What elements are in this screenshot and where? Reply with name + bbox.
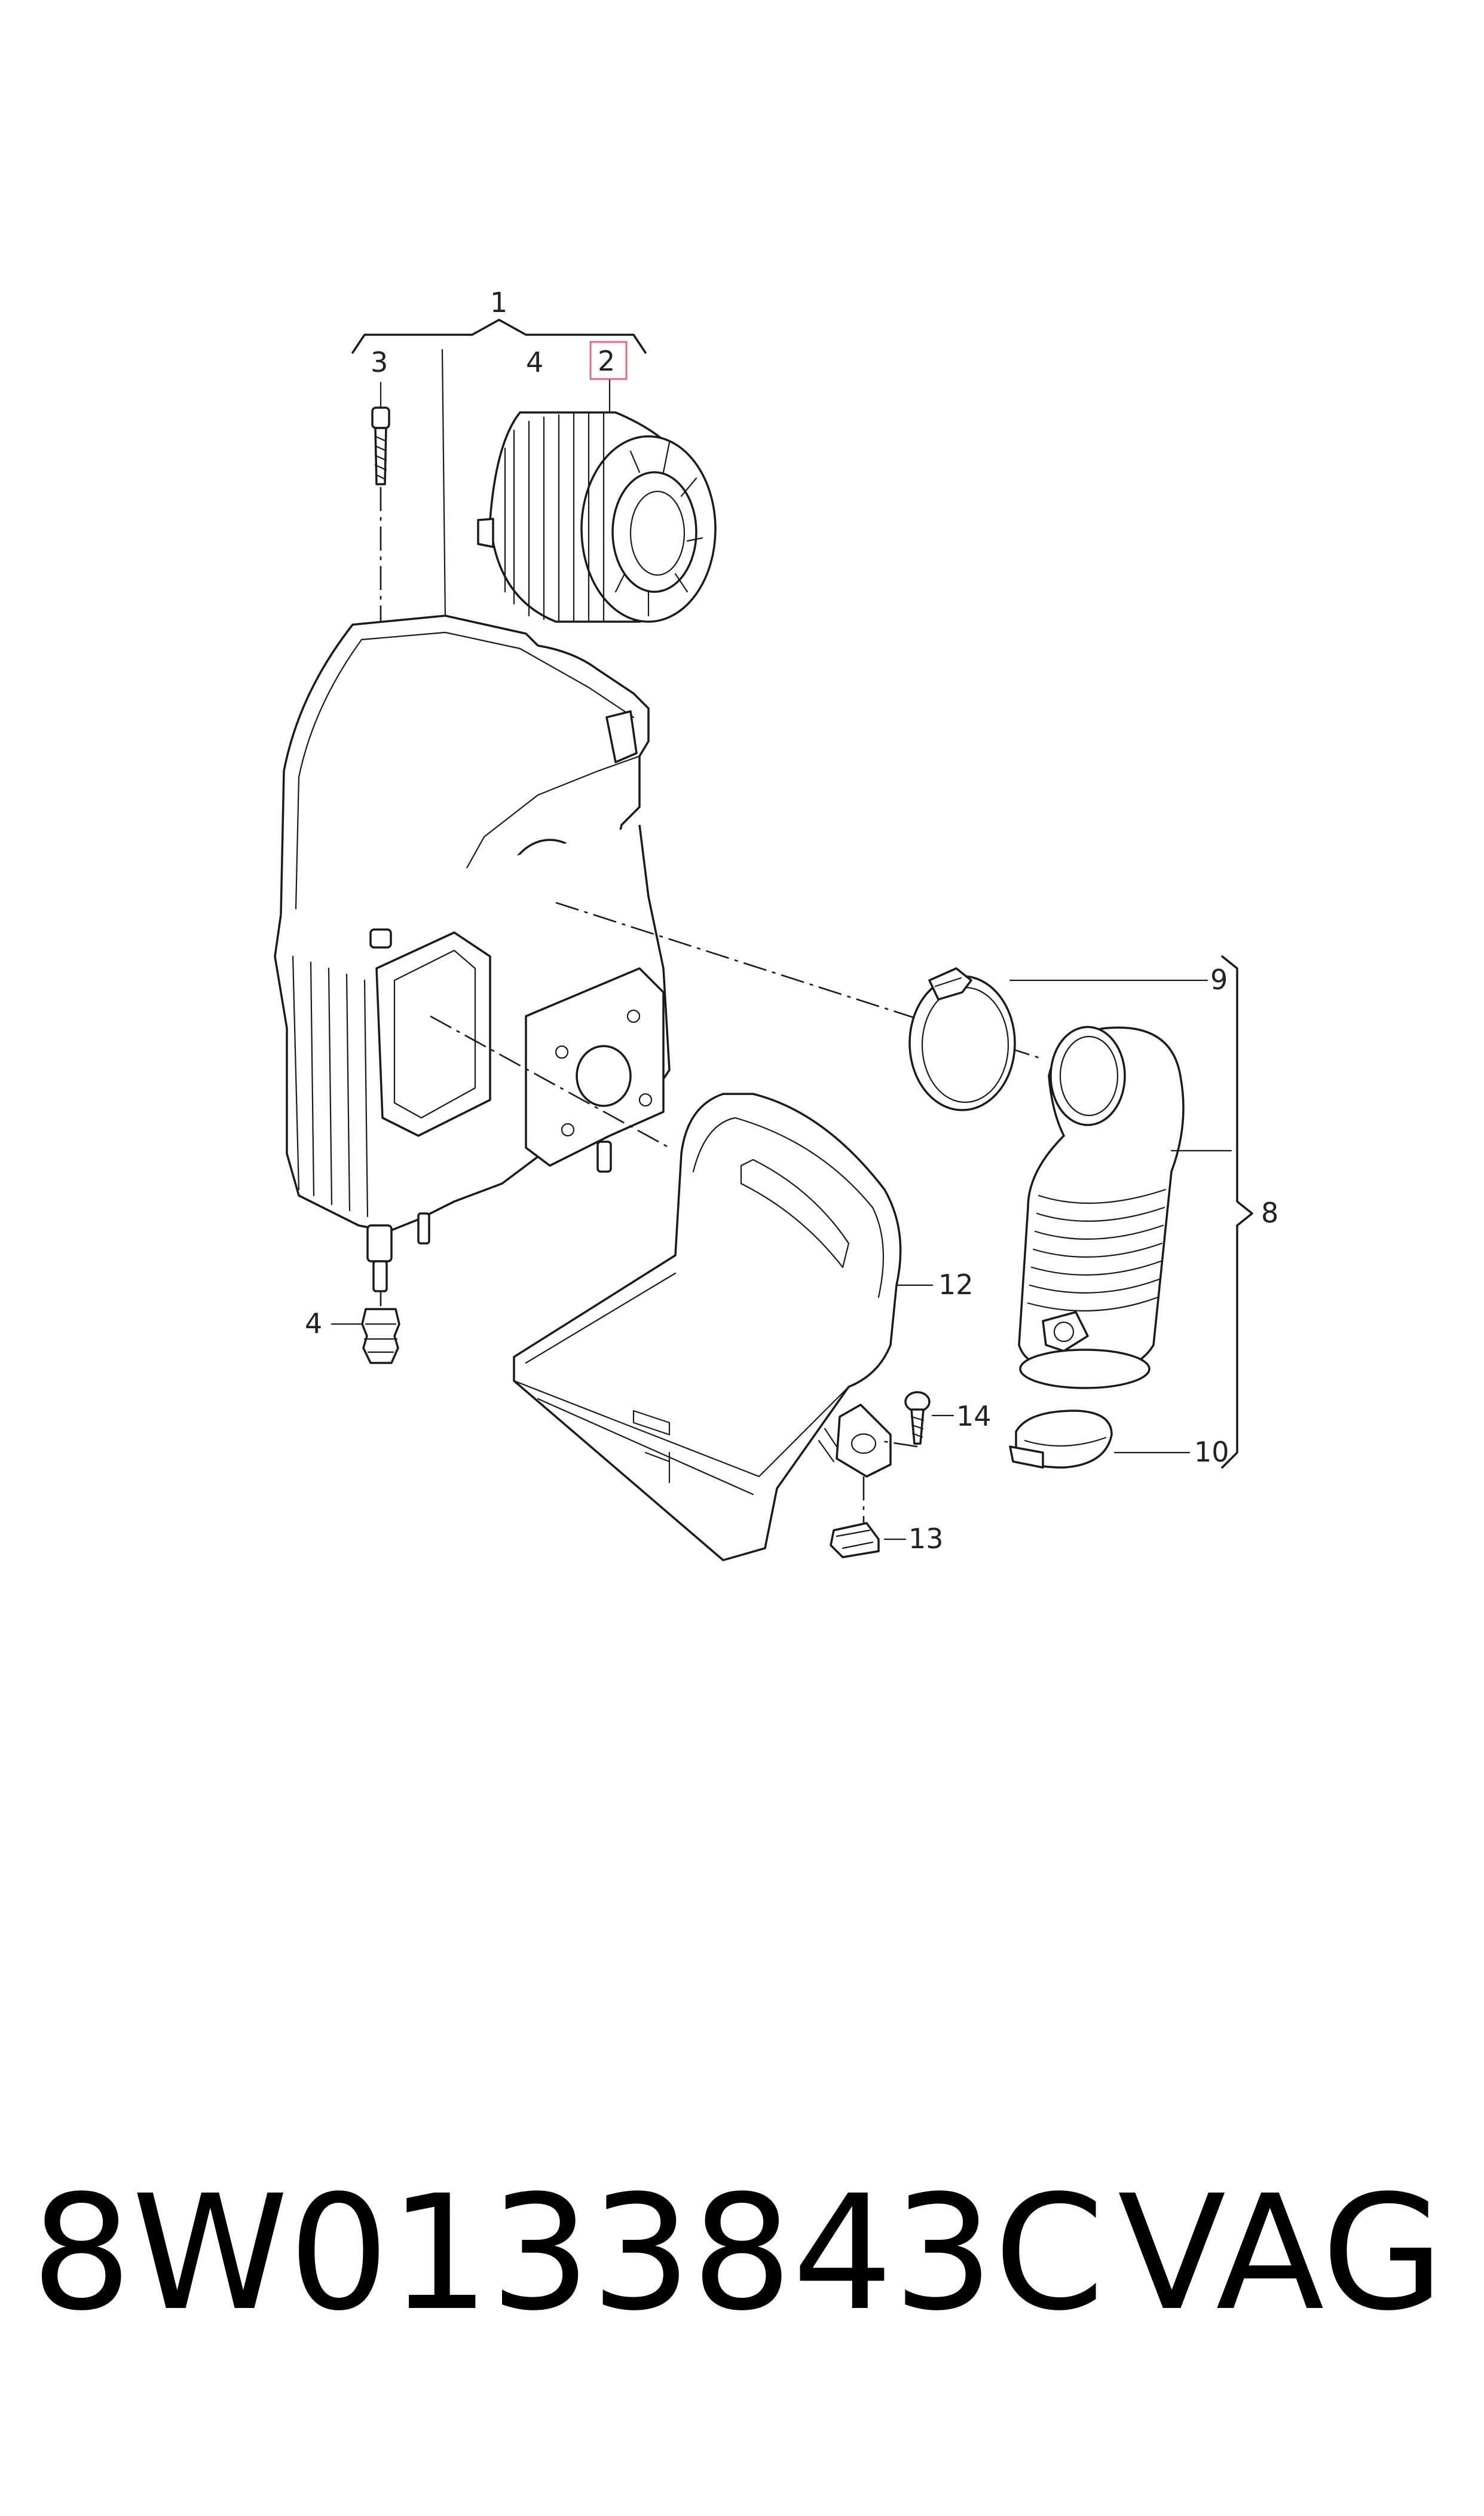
part-number: 8W0133843C [31,2162,1104,2346]
air-duct-12: 12 [513,1093,974,1561]
callout-4-left: 4 [305,1307,322,1340]
footer: 8W0133843C VAG [0,2164,1484,2343]
grommet-4: 4 [305,1291,400,1364]
air-filter-housing [274,615,1041,1292]
callout-9: 9 [1210,964,1228,996]
air-filter-element-2: 2 [477,341,717,623]
brand-name: VAG [1118,2162,1445,2346]
callout-8: 8 [1261,1197,1278,1229]
intake-hose-8: 8 [1018,955,1278,1469]
callout-12: 12 [938,1268,974,1301]
callout-14: 14 [956,1400,992,1432]
callout-3: 3 [371,346,388,378]
screw-14: 14 [878,1391,992,1448]
hose-clamp-9: 9 [908,964,1228,1111]
hose-clamp-10: 10 [1009,1410,1229,1469]
callout-2: 2 [598,345,615,377]
callout-2-highlight [589,341,628,380]
callout-13: 13 [908,1523,944,1555]
clip-13: 13 [830,1476,944,1558]
callout-4-top: 4 [526,346,543,378]
callout-10: 10 [1194,1436,1229,1468]
callout-1: 1 [490,286,507,319]
assembly-bracket-1: 1 [351,286,647,620]
